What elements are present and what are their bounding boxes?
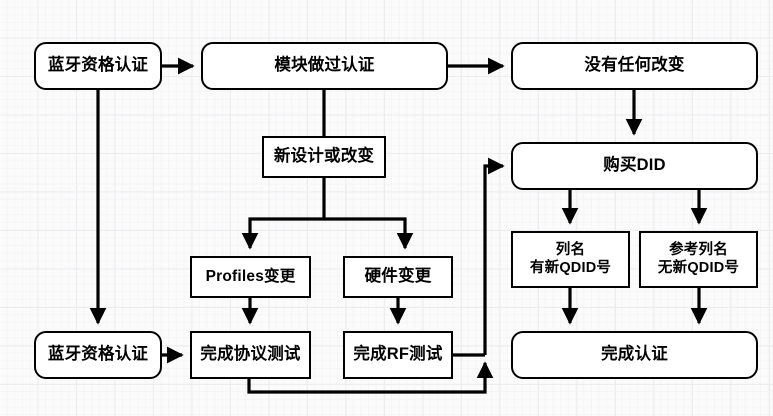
node-bt-qual-top[interactable]: 蓝牙资格认证 — [34, 42, 162, 90]
node-cert-done[interactable]: 完成认证 — [511, 331, 758, 379]
node-buy-did[interactable]: 购买DID — [511, 142, 758, 190]
node-listed-new-qdid[interactable]: 列名 有新QDID号 — [511, 231, 630, 288]
node-bt-qual-bottom[interactable]: 蓝牙资格认证 — [34, 331, 162, 379]
edge-new-design-to-hardware-chg — [324, 217, 414, 250]
node-module-certed[interactable]: 模块做过认证 — [201, 42, 448, 90]
node-protocol-test[interactable]: 完成协议测试 — [190, 331, 311, 379]
node-new-design[interactable]: 新设计或改变 — [262, 136, 386, 178]
node-ref-no-new-qdid[interactable]: 参考列名 无新QDID号 — [639, 231, 758, 288]
edge-new-design-split — [241, 178, 326, 250]
node-rf-test[interactable]: 完成RF测试 — [343, 331, 453, 379]
node-profiles-change[interactable]: Profiles变更 — [190, 256, 311, 298]
node-no-change[interactable]: 没有任何改变 — [511, 42, 758, 90]
node-hardware-change[interactable]: 硬件变更 — [343, 256, 453, 298]
edge-riser-to-buy-did — [483, 157, 505, 355]
